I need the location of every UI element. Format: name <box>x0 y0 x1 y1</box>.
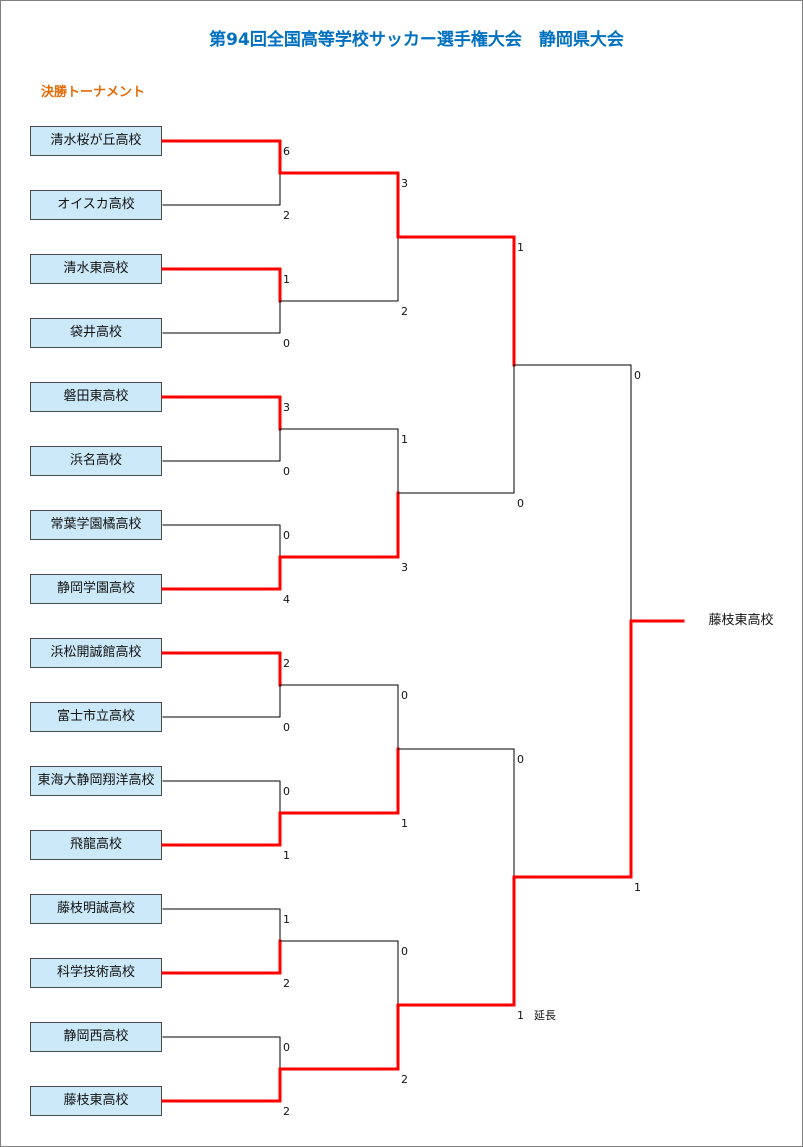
score-label: 0 <box>401 689 408 702</box>
team-box: 静岡西高校 <box>30 1022 162 1052</box>
score-label: 0 <box>283 1041 290 1054</box>
team-box: 清水東高校 <box>30 254 162 284</box>
score-label: 0 <box>517 497 524 510</box>
score-label: 0 <box>283 337 290 350</box>
score-label: 0 <box>283 721 290 734</box>
score-label: 1 <box>634 881 641 894</box>
overtime-note: 延長 <box>534 1009 556 1022</box>
score-label: 1 <box>401 433 408 446</box>
score-label: 0 <box>283 465 290 478</box>
score-label: 2 <box>401 1073 408 1086</box>
team-box: 磐田東高校 <box>30 382 162 412</box>
score-label: 6 <box>283 145 290 158</box>
team-box: 藤枝明誠高校 <box>30 894 162 924</box>
page-title: 第94回全国高等学校サッカー選手権大会 静岡県大会 <box>209 30 624 50</box>
team-box: 浜名高校 <box>30 446 162 476</box>
score-label: 1 <box>517 1009 524 1022</box>
score-label: 2 <box>283 209 290 222</box>
score-label: 2 <box>283 1105 290 1118</box>
team-box: 浜松開誠館高校 <box>30 638 162 668</box>
champion-label: 藤枝東高校 <box>708 613 774 628</box>
score-label: 3 <box>283 401 290 414</box>
team-box: 静岡学園高校 <box>30 574 162 604</box>
team-box: 藤枝東高校 <box>30 1086 162 1116</box>
score-label: 2 <box>401 305 408 318</box>
score-label: 2 <box>283 657 290 670</box>
score-label: 0 <box>401 945 408 958</box>
score-label: 2 <box>283 977 290 990</box>
score-label: 1 <box>283 849 290 862</box>
score-label: 4 <box>283 593 290 606</box>
team-box: 東海大静岡翔洋高校 <box>30 766 162 796</box>
team-box: 富士市立高校 <box>30 702 162 732</box>
team-box: オイスカ高校 <box>30 190 162 220</box>
team-box: 清水桜が丘高校 <box>30 126 162 156</box>
score-label: 1 <box>517 241 524 254</box>
score-label: 1 <box>283 913 290 926</box>
score-label: 0 <box>283 529 290 542</box>
bracket-subtitle: 決勝トーナメント <box>41 85 146 100</box>
team-box: 飛龍高校 <box>30 830 162 860</box>
score-label: 3 <box>401 561 408 574</box>
score-label: 1 <box>401 817 408 830</box>
score-label: 0 <box>517 753 524 766</box>
team-box: 科学技術高校 <box>30 958 162 988</box>
score-label: 3 <box>401 177 408 190</box>
score-label: 0 <box>634 369 641 382</box>
score-label: 0 <box>283 785 290 798</box>
team-box: 常葉学園橘高校 <box>30 510 162 540</box>
score-label: 1 <box>283 273 290 286</box>
team-box: 袋井高校 <box>30 318 162 348</box>
